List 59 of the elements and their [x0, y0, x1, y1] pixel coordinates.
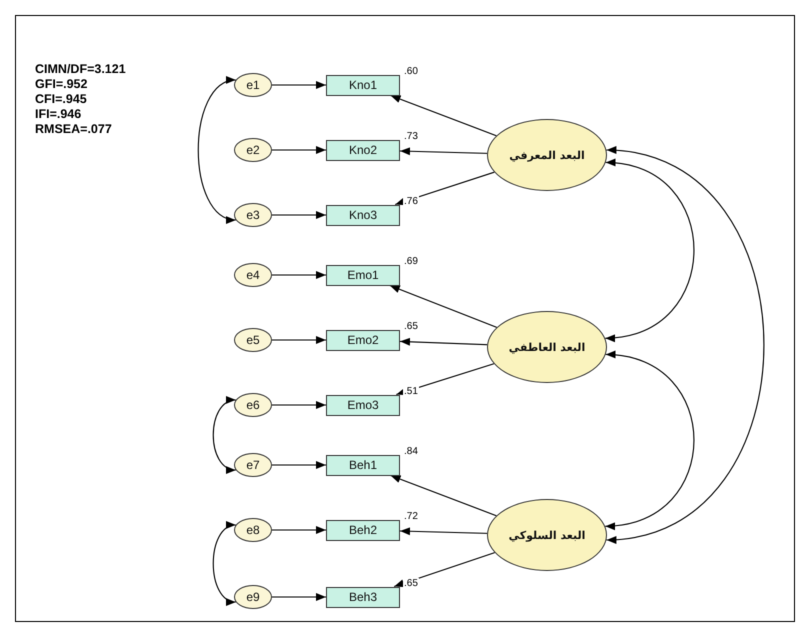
indicator-box: Beh3 [326, 586, 400, 608]
arrow [605, 160, 694, 341]
arrow [272, 81, 326, 89]
loading-label: .76 [403, 196, 419, 206]
indicator-box: Beh1 [326, 454, 400, 476]
arrow [272, 211, 326, 219]
arrow [400, 527, 488, 536]
loading-label: .84 [403, 446, 419, 456]
indicator-box: Emo2 [326, 330, 400, 350]
arrow [272, 401, 326, 409]
loading-label: .69 [403, 256, 419, 266]
fit-index: CIMN/DF=3.121 [35, 62, 126, 76]
loading-label: .65 [403, 578, 419, 588]
arrow [395, 172, 494, 206]
fit-index: IFI=.946 [35, 107, 82, 121]
indicator-box: Emo3 [326, 394, 400, 416]
arrow [272, 146, 326, 154]
fit-index: GFI=.952 [35, 77, 88, 91]
arrow [272, 336, 326, 344]
latent-ellipse: البعد العاطفي [487, 311, 607, 383]
loading-label: .72 [403, 510, 419, 522]
arrow [606, 148, 764, 542]
loading-label: .51 [403, 386, 419, 396]
arrow [212, 523, 236, 604]
arrow [272, 593, 326, 601]
arrow [390, 474, 497, 516]
error-ellipse: e7 [234, 453, 272, 477]
latent-ellipse: البعد السلوكي [487, 499, 607, 571]
fit-index: CFI=.945 [35, 92, 87, 106]
indicator-box: Kno3 [326, 204, 400, 226]
arrow [396, 363, 494, 396]
error-ellipse: e9 [234, 585, 272, 609]
error-ellipse: e3 [234, 203, 272, 227]
latent-ellipse: البعد المعرفي [487, 119, 607, 191]
loading-label: .73 [403, 130, 419, 142]
arrow [390, 94, 497, 136]
error-ellipse: e2 [234, 138, 272, 162]
arrow [400, 338, 488, 346]
error-ellipse: e8 [234, 518, 272, 542]
arrow [394, 552, 495, 588]
arrow [272, 271, 326, 279]
error-ellipse: e6 [234, 393, 272, 417]
loading-label: .65 [403, 320, 419, 332]
indicator-box: Kno1 [326, 74, 400, 96]
error-ellipse: e1 [234, 73, 272, 97]
indicator-box: Emo1 [326, 264, 400, 286]
arrow [400, 147, 488, 156]
fit-index: RMSEA=.077 [35, 122, 112, 136]
indicator-box: Beh2 [326, 520, 400, 540]
arrow [272, 526, 326, 534]
arrow [272, 461, 326, 469]
arrow [198, 78, 236, 222]
loading-label: .60 [403, 66, 419, 76]
indicator-box: Kno2 [326, 140, 400, 160]
arrow [390, 284, 497, 328]
error-ellipse: e4 [234, 263, 272, 287]
error-ellipse: e5 [234, 328, 272, 352]
arrow [605, 352, 694, 530]
arrow [212, 398, 236, 472]
